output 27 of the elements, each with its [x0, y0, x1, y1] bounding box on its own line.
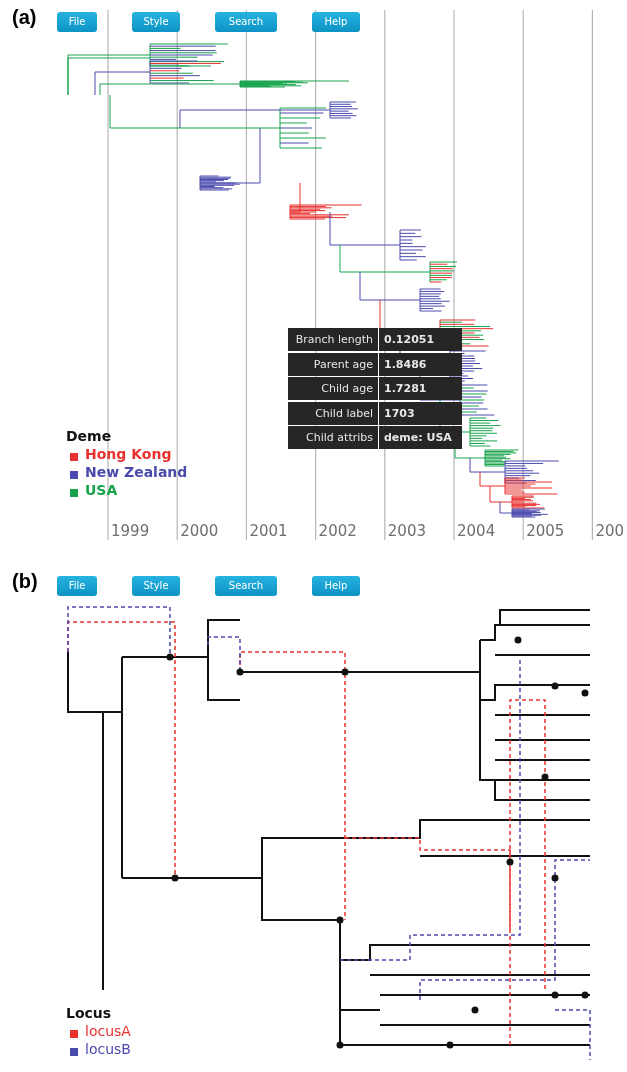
legend-label: USA	[85, 482, 118, 498]
tooltip-cell: Child label	[288, 401, 378, 425]
panel-label: (a)	[12, 6, 37, 29]
menu-button: Help	[312, 576, 360, 596]
tooltip-cell: 1.8486	[379, 352, 462, 376]
menu-button: Style	[132, 576, 180, 596]
tooltip-cell: 0.12051	[379, 328, 462, 351]
legend-label: locusB	[85, 1041, 131, 1057]
tooltip-cell: Child age	[288, 377, 378, 400]
tooltip-cell: Parent age	[288, 352, 378, 376]
tooltip-cell: Child attribs	[288, 426, 378, 449]
tooltip-cell: 1.7281	[379, 377, 462, 400]
tooltip-cell: deme: USA	[379, 426, 462, 449]
legend-label: New Zealand	[85, 464, 188, 480]
tooltip-cell: 1703	[379, 401, 462, 425]
menu-button: Style	[132, 12, 180, 32]
menu-button: Search	[215, 12, 277, 32]
legend-title: Deme	[66, 428, 112, 444]
legend-label: Hong Kong	[85, 446, 172, 462]
menu-button: File	[57, 576, 97, 596]
menu-button: Help	[312, 12, 360, 32]
menu-button: File	[57, 12, 97, 32]
panel-label: (b)	[12, 570, 38, 593]
legend-title: Locus	[66, 1005, 112, 1021]
menu-button: Search	[215, 576, 277, 596]
tooltip-cell: Branch length	[288, 328, 378, 351]
legend-label: locusA	[85, 1023, 131, 1039]
